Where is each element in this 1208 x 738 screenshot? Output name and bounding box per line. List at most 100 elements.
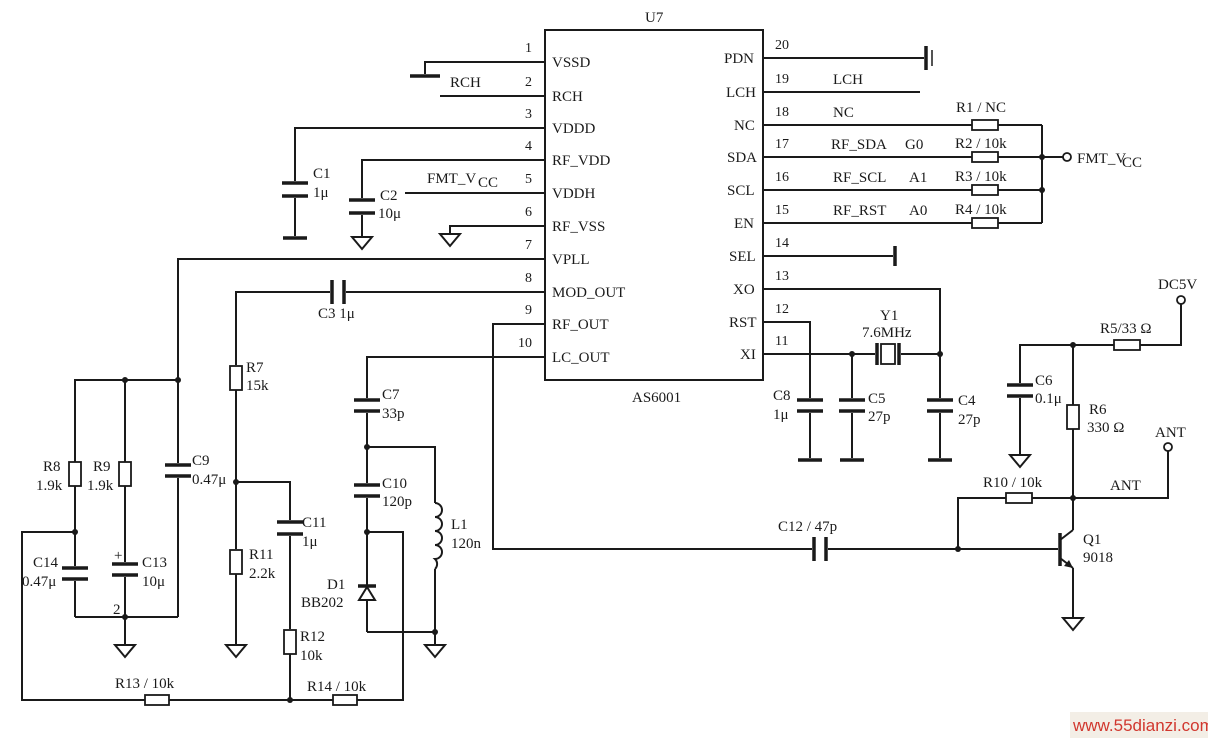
rf-rst-label: RF_RST (833, 203, 886, 219)
r3-label: R3 / 10k (955, 169, 1007, 185)
left-pin-stubs (505, 61, 545, 358)
c8-value: 1μ (773, 407, 789, 423)
c14-value: 0.47μ (22, 574, 56, 590)
rf-out-network (492, 323, 1073, 561)
pin-name-1: VSSD (552, 55, 591, 71)
r2-label: R2 / 10k (955, 136, 1007, 152)
c1-network (282, 127, 505, 240)
q1-value: 9018 (1083, 550, 1113, 566)
c13-value: 10μ (142, 574, 165, 590)
pin-num-13: 13 (775, 269, 789, 284)
q1-ref: Q1 (1083, 532, 1101, 548)
r7-ref: R7 (246, 360, 264, 376)
c6-ref: C6 (1035, 373, 1053, 389)
rf-sda-label: RF_SDA (831, 137, 887, 153)
vpll-wire (177, 258, 505, 380)
a1-label: A1 (909, 170, 927, 186)
pin-name-8: MOD_OUT (552, 285, 625, 301)
l1-ref: L1 (451, 517, 468, 533)
pin-name-17: SDA (727, 150, 757, 166)
lch-label: LCH (833, 72, 863, 88)
pin-num-7: 7 (525, 238, 532, 253)
pin-name-11: XI (740, 347, 756, 363)
c6-value: 0.1μ (1035, 391, 1062, 407)
r11-ground (223, 644, 249, 659)
r9-value: 1.9k (87, 478, 114, 494)
c11-value: 1μ (302, 534, 318, 550)
pin-name-19: LCH (726, 85, 756, 101)
r10-label: R10 / 10k (983, 475, 1043, 491)
c11-top-wire (236, 481, 291, 520)
right-pin-stubs (763, 57, 800, 355)
c4-value: 27p (958, 412, 981, 428)
l1-value: 120n (451, 536, 482, 552)
pin-name-10: LC_OUT (552, 350, 610, 366)
crystal-network (797, 288, 953, 462)
c2-network (349, 159, 505, 251)
pin-num-16: 16 (775, 170, 789, 185)
pin-num-9: 9 (525, 303, 532, 318)
tank-network (354, 356, 505, 659)
ic-part: AS6001 (632, 390, 681, 406)
a0-label: A0 (909, 203, 927, 219)
c5-ref: C5 (868, 391, 886, 407)
pin-num-11: 11 (775, 334, 788, 349)
svg-text:+: + (114, 548, 122, 564)
r7-value: 15k (246, 378, 269, 394)
r14-label: R14 / 10k (307, 679, 367, 695)
pin-num-12: 12 (775, 302, 789, 317)
c11-ref: C11 (302, 515, 326, 531)
pin-num-20: 20 (775, 38, 789, 53)
r12-ref: R12 (300, 629, 325, 645)
fmt-vcc-right-sub: CC (1122, 155, 1142, 171)
pin-name-7: VPLL (552, 252, 590, 268)
pin-name-16: SCL (727, 183, 755, 199)
r4-label: R4 / 10k (955, 202, 1007, 218)
c2-ref: C2 (380, 188, 398, 204)
pin-num-15: 15 (775, 203, 789, 218)
fmt-vcc-right-label: FMT_V (1077, 151, 1126, 167)
pin-num-1: 1 (525, 41, 532, 56)
pin-num-5: 5 (525, 172, 532, 187)
pin-num-4: 4 (525, 139, 532, 154)
pin-num-18: 18 (775, 105, 789, 120)
r13-label: R13 / 10k (115, 676, 175, 692)
pin-name-12: RST (729, 315, 757, 331)
y1-ref: Y1 (880, 308, 898, 324)
left-rc-network: + (21, 377, 191, 701)
c4-ref: C4 (958, 393, 976, 409)
r7-body (229, 365, 243, 391)
pin-name-2: RCH (552, 89, 583, 105)
c3-label: C3 1μ (318, 306, 355, 322)
c1-ref: C1 (313, 166, 331, 182)
c12-label: C12 / 47p (778, 519, 837, 535)
pin-name-3: VDDD (552, 121, 595, 137)
r11-ref: R11 (249, 547, 273, 563)
pin-name-4: RF_VDD (552, 153, 611, 169)
rf-scl-label: RF_SCL (833, 170, 886, 186)
nc-label: NC (833, 105, 854, 121)
fmt-vcc-left-sub: CC (478, 175, 498, 191)
ant-line-label: ANT (1110, 478, 1141, 494)
c7-ref: C7 (382, 387, 400, 403)
pin-num-14: 14 (775, 236, 789, 251)
pin-num-2: 2 (525, 75, 532, 90)
c5-value: 27p (868, 409, 891, 425)
y1-value: 7.6MHz (862, 325, 912, 341)
c8-ref: C8 (773, 388, 791, 404)
r8-ref: R8 (43, 459, 61, 475)
sel-wire (800, 246, 897, 266)
r11-body (229, 549, 243, 575)
i2c-pullups (800, 119, 1072, 229)
c10-ref: C10 (382, 476, 407, 492)
r6-ref: R6 (1089, 402, 1107, 418)
pin-num-3: 3 (525, 107, 532, 122)
amp-network (1007, 295, 1186, 632)
r8-value: 1.9k (36, 478, 63, 494)
ic-u7: U7 AS6001 1 (505, 10, 800, 406)
r13-r14-line (144, 531, 404, 706)
pin-name-15: EN (734, 216, 754, 232)
c13-ref: C13 (142, 555, 167, 571)
ic-body (544, 29, 764, 381)
